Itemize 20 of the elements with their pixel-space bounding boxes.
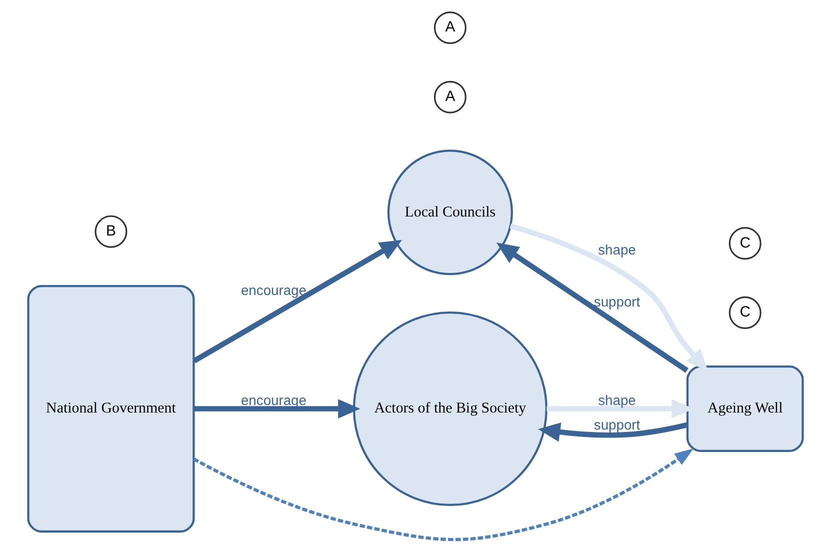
node-circle: A: [433, 11, 466, 44]
node-circle: C: [728, 296, 761, 329]
node-box: National Government: [26, 284, 194, 533]
node-circle: Local Councils: [386, 150, 512, 276]
edge-label: shape: [598, 392, 636, 408]
edge-label: encourage: [240, 282, 306, 298]
arrow: [192, 448, 694, 542]
edge-label: support: [593, 416, 640, 432]
edge-label: shape: [598, 241, 636, 258]
node-circle: B: [94, 215, 127, 248]
node-circle: Actors of the Big Society: [352, 311, 547, 506]
node-circle: A: [433, 80, 466, 114]
arrow: [538, 422, 688, 442]
arrow: [496, 242, 688, 373]
node-circle: C: [728, 227, 761, 260]
arrow: [194, 399, 360, 418]
edge-label: support: [593, 294, 640, 310]
edge-label: encourage: [240, 392, 306, 408]
node-box: Ageing Well: [686, 366, 804, 452]
arrow: [192, 240, 402, 364]
